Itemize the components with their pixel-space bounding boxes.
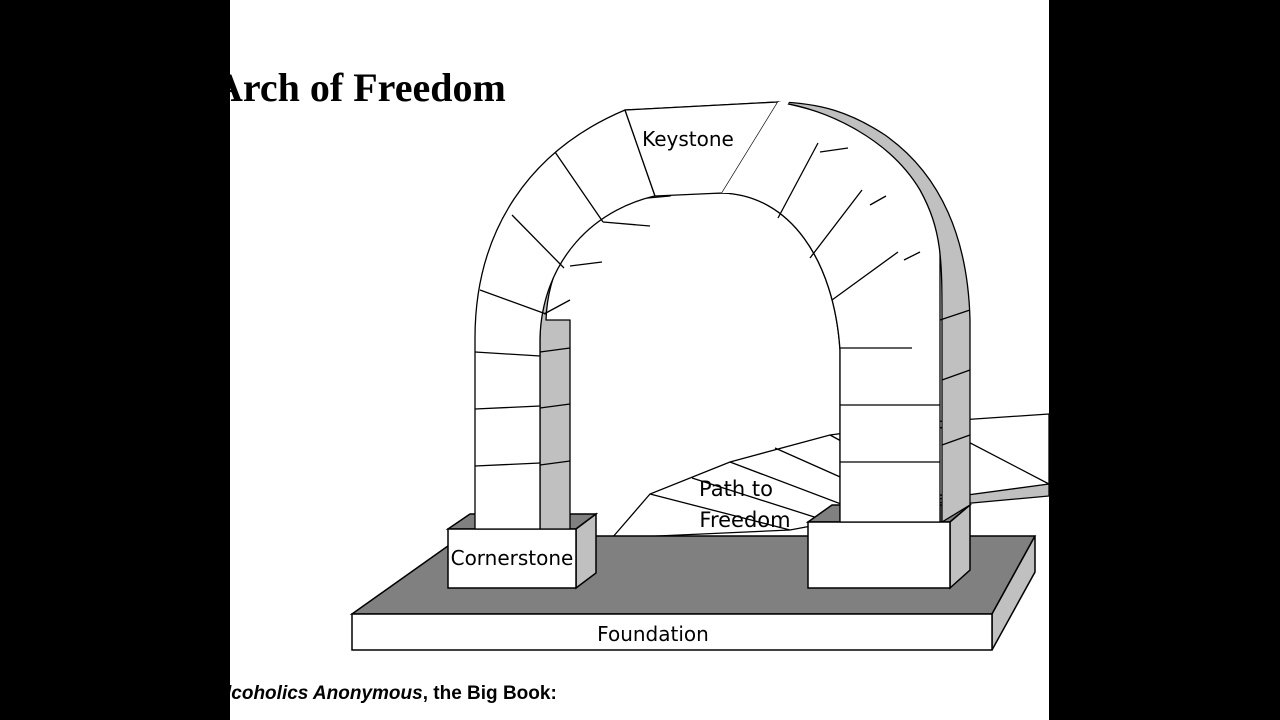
cornerstone-label: Cornerstone [451, 546, 574, 570]
slide: Arch of Freedom [230, 0, 1049, 720]
caption-rest: , the Big Book: [422, 683, 557, 704]
arch-diagram: Keystone Cornerstone Foundation Path to … [349, 100, 1049, 651]
slide-title: Arch of Freedom [230, 65, 506, 110]
path-label-line2: Freedom [699, 508, 790, 532]
path-label-line1: Path to [699, 477, 773, 501]
arch [474, 100, 971, 530]
slide-caption: lcoholics Anonymous, the Big Book: [230, 682, 557, 706]
keystone-label: Keystone [642, 127, 734, 151]
foundation-label: Foundation [597, 622, 709, 646]
caption-book-title: lcoholics Anonymous [230, 683, 423, 704]
